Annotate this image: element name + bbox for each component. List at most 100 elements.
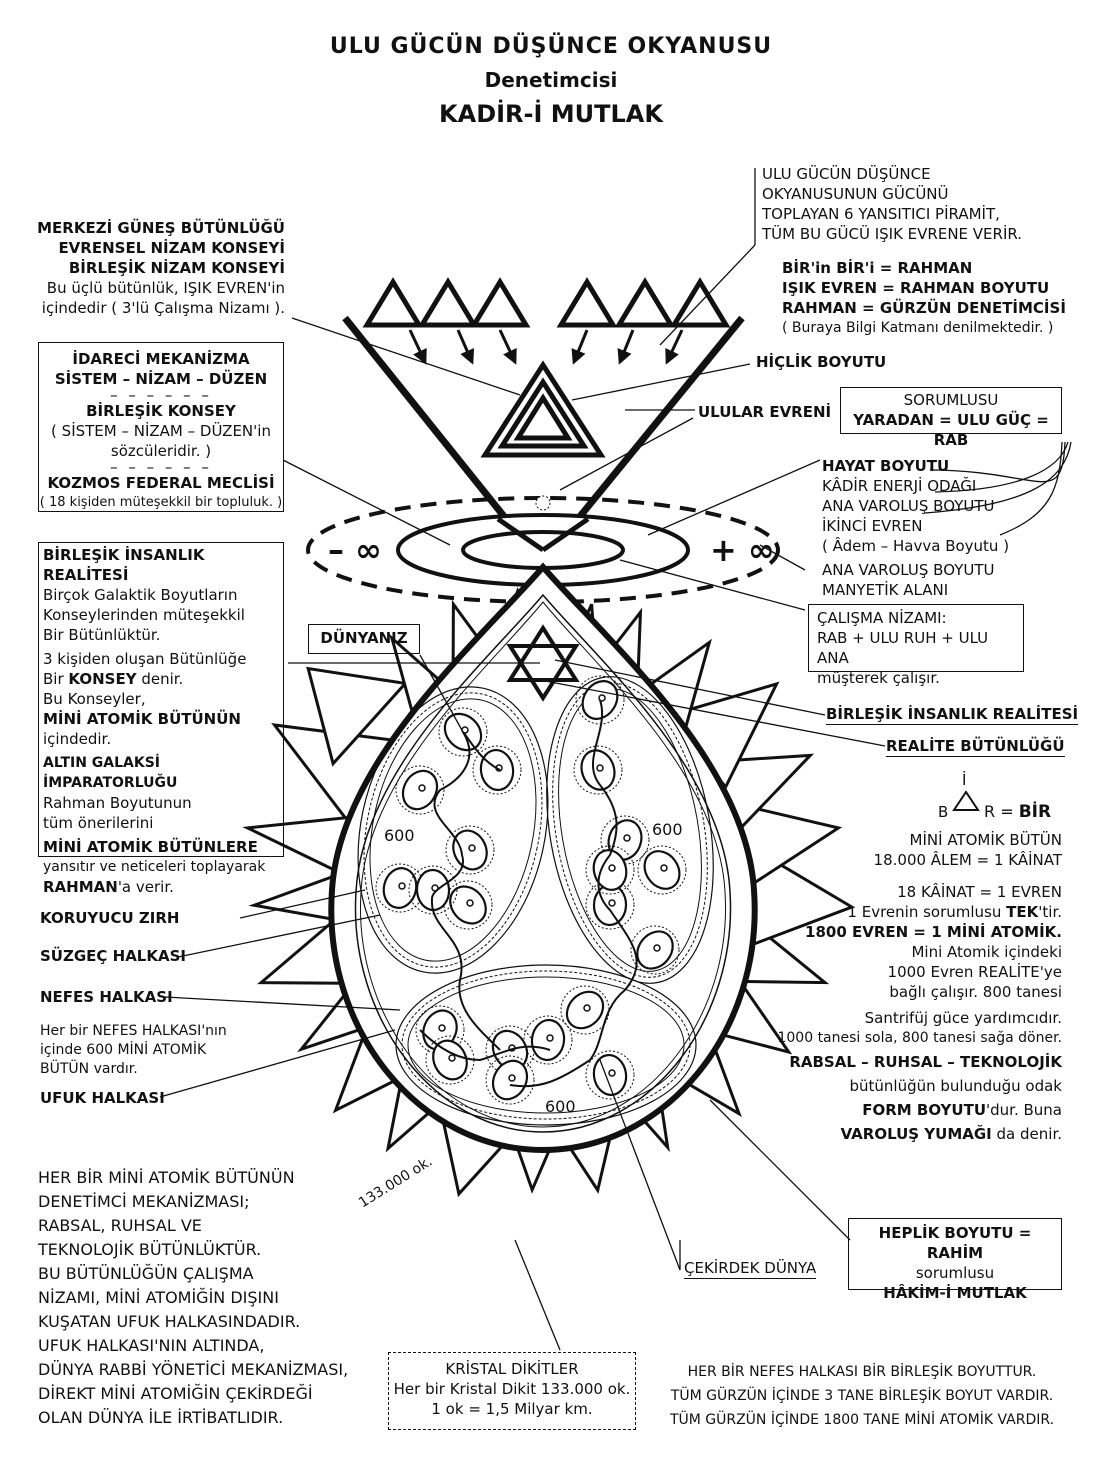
uh-line-8: içindedir. bbox=[43, 730, 112, 748]
small-dashed-dot bbox=[535, 495, 551, 511]
atom-dotted-ring bbox=[472, 745, 522, 795]
atom-core-dot bbox=[448, 1054, 456, 1062]
uh-line-1: Birçok Galaktik Boyutların bbox=[43, 586, 238, 604]
atom-dotted-ring bbox=[630, 925, 680, 975]
core-world-label: ÇEKİRDEK DÜNYA bbox=[684, 1259, 817, 1279]
bir-formula-bold: BİR bbox=[1018, 802, 1052, 822]
atom-core-dot bbox=[596, 764, 604, 772]
title-line-1: ULU GÜCÜN DÜŞÜNCE OKYANUSU bbox=[329, 34, 773, 59]
minus-infinity: – ∞ bbox=[328, 531, 382, 569]
uh-line-5-post: denir. bbox=[136, 670, 184, 688]
info-line-13-post: 'dur. Buna bbox=[986, 1101, 1062, 1119]
atom-dotted-ring bbox=[585, 1050, 635, 1100]
atom-dotted-ring bbox=[443, 880, 493, 930]
central-sun-note: MERKEZİ GÜNEŞ BÜTÜNLÜĞÜ EVRENSEL NİZAM K… bbox=[30, 218, 285, 318]
pyramid-2 bbox=[417, 277, 479, 328]
magnetic-line-1: ANA VAROLUŞ BOYUTU bbox=[822, 561, 995, 579]
atom-core-dot bbox=[608, 899, 616, 907]
bl-line-7: KUŞATAN UFUK HALKASINDADIR. bbox=[38, 1312, 301, 1331]
life-line-3: İKİNCİ EVREN bbox=[822, 517, 923, 535]
admin-line-4: ( SİSTEM – NİZAM – DÜZEN'in bbox=[51, 422, 271, 440]
life-line-4: ( Âdem – Havva Boyutu ) bbox=[822, 537, 1010, 555]
uh-line-14: RAHMAN'a verir. bbox=[43, 877, 283, 897]
title-line-2: Denetimcisi bbox=[484, 68, 618, 92]
life-dimension-note: HAYAT BOYUTU KÂDİR ENERJİ ODAĞI ANA VARO… bbox=[822, 456, 1022, 556]
plus-infinity: + ∞ bbox=[710, 531, 775, 569]
atom-core-dot bbox=[398, 882, 406, 890]
info-line-4-post: 'tir. bbox=[1038, 903, 1062, 921]
admin-line-2: SİSTEM – NİZAM – DÜZEN bbox=[54, 370, 268, 388]
pyramid-4 bbox=[556, 277, 618, 328]
admin-line-7: ( 18 kişiden müteşekkil bir topluluk. ) bbox=[39, 495, 283, 510]
info-line-9: Santrifüj güce yardımcıdır. bbox=[864, 1009, 1062, 1027]
heplik-line-2: sorumlusu bbox=[915, 1264, 995, 1282]
info-line-13-bold: FORM BOYUTU bbox=[862, 1101, 987, 1119]
br-line-3: TÜM GÜRZÜN İÇİNDE 1800 TANE MİNİ ATOMİK … bbox=[669, 1412, 1055, 1428]
bl-line-2: DENETİMCİ MEKANİZMASI; bbox=[38, 1192, 250, 1211]
breath-note-line-3: BÜTÜN vardır. bbox=[40, 1061, 138, 1077]
bir-formula-right-text: R = bbox=[984, 802, 1019, 821]
br-line-2: TÜM GÜRZÜN İÇİNDE 3 TANE BİRLEŞİK BOYUT … bbox=[670, 1388, 1054, 1404]
filter-ring-label: SÜZGEÇ HALKASI bbox=[40, 947, 186, 965]
bir-formula-top: İ bbox=[962, 771, 967, 789]
info-line-4: 1 Evrenin sorumlusu TEK'tir. bbox=[720, 902, 1062, 922]
horizon-ring-label: UFUK HALKASI bbox=[40, 1089, 165, 1107]
uh-line-11: tüm önerilerini bbox=[43, 814, 154, 832]
atom-core-dot bbox=[438, 1024, 446, 1032]
atomic-threads bbox=[419, 699, 638, 1088]
pyramid-1 bbox=[362, 277, 424, 328]
atom-core-dot bbox=[468, 844, 476, 852]
bl-line-10: DİREKT MİNİ ATOMİĞİN ÇEKİRDEĞİ bbox=[38, 1384, 313, 1403]
bl-line-3: RABSAL, RUHSAL VE bbox=[38, 1216, 202, 1235]
nothingness-dimension-label: HİÇLİK BOYUTU bbox=[756, 353, 887, 371]
atom-core-dot bbox=[608, 864, 616, 872]
pyramid-note-line-3: TOPLAYAN 6 YANSITICI PİRAMİT, bbox=[762, 205, 1000, 223]
crystal-spike bbox=[306, 666, 409, 767]
breath-ring-note: Her bir NEFES HALKASI'nın içinde 600 MİN… bbox=[40, 1022, 227, 1079]
info-line-13: FORM BOYUTU'dur. Buna bbox=[720, 1100, 1062, 1120]
crystal-spikes-box: KRİSTAL DİKİTLER Her bir Kristal Dikit 1… bbox=[388, 1352, 636, 1430]
info-line-4-bold: TEK bbox=[1006, 903, 1039, 921]
uh-line-7: MİNİ ATOMİK BÜTÜNÜN bbox=[43, 710, 241, 728]
br-line-1: HER BİR NEFES HALKASI BİR BİRLEŞİK BOYUT… bbox=[687, 1364, 1037, 1380]
bl-line-4: TEKNOLOJİK BÜTÜNLÜKTÜR. bbox=[38, 1240, 262, 1259]
life-line-2: ANA VAROLUŞ BOYUTU bbox=[822, 497, 995, 515]
crystal-line-1: KRİSTAL DİKİTLER bbox=[445, 1360, 579, 1378]
info-line-6: Mini Atomik içindeki bbox=[911, 943, 1062, 961]
responsible-line-2: YARADAN = ULU GÜÇ = RAB bbox=[853, 411, 1049, 449]
united-humanity-label: BİRLEŞİK İNSANLIK REALİTESİ bbox=[826, 705, 1079, 725]
crystal-line-2: Her bir Kristal Dikit 133.000 ok. bbox=[393, 1380, 631, 1398]
heplik-line-1: HEPLİK BOYUTU = RAHİM bbox=[878, 1224, 1032, 1262]
rahman-line-3: RAHMAN = GÜRZÜN DENETİMCİSİ bbox=[782, 299, 1066, 317]
central-sun-line-2: EVRENSEL NİZAM KONSEYİ bbox=[58, 239, 285, 257]
crystal-line-3: 1 ok = 1,5 Milyar km. bbox=[431, 1400, 593, 1418]
working-order-box: ÇALIŞMA NİZAMI: RAB + ULU RUH + ULU ANA … bbox=[808, 604, 1024, 687]
uh-line-14-post: 'a verir. bbox=[117, 878, 174, 896]
administrative-mechanism-box: İDARECİ MEKANİZMA SİSTEM – NİZAM – DÜZEN… bbox=[38, 342, 284, 512]
atom-dotted-ring bbox=[485, 1055, 535, 1105]
uh-title: BİRLEŞİK İNSANLIK REALİTESİ bbox=[43, 546, 205, 584]
leader-lines bbox=[159, 168, 1072, 1351]
info-line-11: RABSAL – RUHSAL – TEKNOLOJİK bbox=[789, 1053, 1062, 1071]
count-600-bottom: 600 bbox=[545, 1097, 576, 1116]
magnetic-field-note: ANA VAROLUŞ BOYUTU MANYETİK ALANI bbox=[822, 560, 994, 600]
info-line-8: bağlı çalışır. 800 tanesi bbox=[889, 983, 1062, 1001]
admin-line-1: İDARECİ MEKANİZMA bbox=[72, 350, 250, 368]
info-line-7: 1000 Evren REALİTE'ye bbox=[887, 963, 1062, 981]
pyramid-3 bbox=[469, 277, 531, 328]
bl-line-9: DÜNYA RABBİ YÖNETİCİ MEKANİZMASI, bbox=[38, 1360, 349, 1379]
uh-line-4: 3 kişiden oluşan Bütünlüğe bbox=[43, 650, 247, 668]
admin-line-5: sözcüleridir. ) bbox=[110, 442, 212, 460]
uh-line-5-bold: KONSEY bbox=[68, 670, 137, 688]
info-line-14-post: da denir. bbox=[991, 1125, 1062, 1143]
central-sun-line-1: MERKEZİ GÜNEŞ BÜTÜNLÜĞÜ bbox=[37, 219, 285, 237]
central-sun-line-4: Bu üçlü bütünlük, IŞIK EVREN'in bbox=[46, 279, 285, 297]
working-line-1: ÇALIŞMA NİZAMI: bbox=[817, 609, 947, 627]
info-line-3: 18 KÂİNAT = 1 EVREN bbox=[897, 883, 1062, 901]
count-600-right: 600 bbox=[652, 820, 683, 839]
atom-dotted-ring bbox=[573, 745, 623, 795]
breath-note-line-2: içinde 600 MİNİ ATOMİK bbox=[40, 1042, 207, 1058]
uh-line-5-pre: Bir bbox=[43, 670, 69, 688]
bir-formula-left: B bbox=[938, 803, 949, 821]
pyramid-note-line-1: ULU GÜCÜN DÜŞÜNCE bbox=[762, 165, 931, 183]
